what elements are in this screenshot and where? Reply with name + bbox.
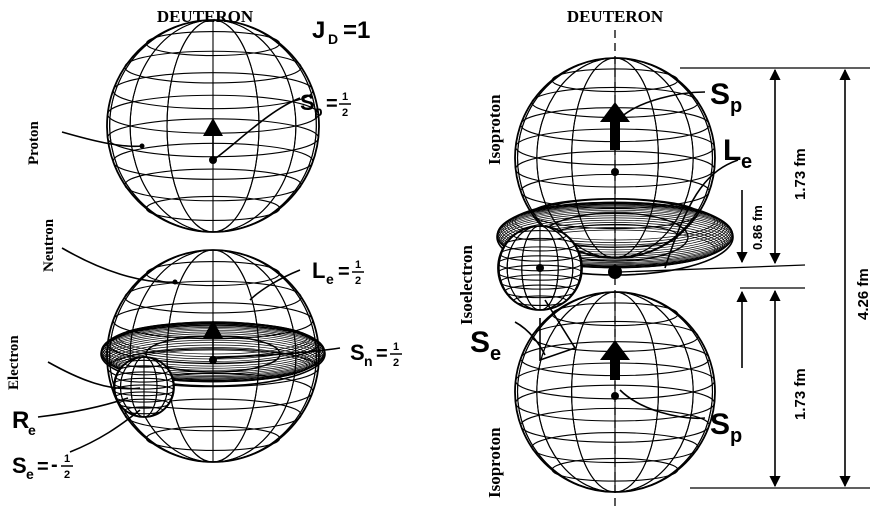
le-eq: = — [338, 261, 350, 283]
dim-total-label: 4.26 fm — [855, 268, 870, 320]
left-panel: DEUTERON J D =1 — [6, 7, 402, 482]
sn-label: S n = 1 2 — [350, 340, 402, 369]
se-label-left: S e = - 1 2 — [12, 453, 73, 482]
proton-label: Proton — [26, 120, 42, 165]
se-leader-right — [514, 321, 546, 356]
center-dot — [608, 265, 622, 279]
isoelectron-dot — [536, 264, 544, 272]
proton-sphere — [106, 19, 320, 233]
neutron-leader — [61, 247, 176, 283]
le-leader-right — [664, 159, 739, 269]
re-leader — [37, 397, 129, 418]
isoproton-bottom-spin — [600, 340, 630, 400]
jd-label: J D =1 — [312, 17, 370, 47]
sn-sub: n — [364, 353, 373, 369]
isoproton-bottom-label: Isoproton — [485, 427, 504, 498]
re-base: R — [12, 407, 29, 434]
le-num: 1 — [355, 259, 361, 271]
re-sub: e — [28, 422, 36, 438]
sp-bottom-leader — [619, 389, 706, 420]
le-label: L e = 1 2 — [312, 258, 364, 287]
se-num: 1 — [64, 453, 70, 465]
proton-leader — [61, 131, 143, 148]
sp-bottom-label: S p — [710, 408, 742, 447]
sp-eq: = — [326, 93, 338, 115]
sp-top-sub: p — [730, 95, 742, 117]
proton-leader-dot — [139, 143, 145, 149]
se-sign: - — [51, 454, 58, 476]
le-right-label: L e — [723, 134, 752, 173]
se-den: 2 — [64, 469, 70, 481]
neutron-leader-dot — [172, 279, 178, 285]
sp-top-base: S — [710, 78, 730, 111]
isoproton-top-spin — [600, 102, 630, 176]
se-sub: e — [26, 466, 34, 482]
sn-den: 2 — [393, 357, 399, 369]
se-leader — [69, 409, 141, 453]
sp-sub: p — [314, 103, 323, 119]
jd-rest: =1 — [343, 17, 370, 44]
se-right-base: S — [470, 326, 490, 359]
le-right-base: L — [723, 134, 741, 167]
se-spin-bracket — [539, 299, 577, 362]
electron-leader — [47, 361, 141, 390]
right-title: DEUTERON — [567, 7, 664, 26]
sp-bottom-sub: p — [730, 425, 742, 447]
sp-num: 1 — [342, 91, 348, 103]
sn-base: S — [350, 340, 365, 365]
dim-top-label: 1.73 fm — [792, 148, 809, 200]
jd-sub: D — [328, 31, 338, 47]
isoproton-top-label: Isoproton — [485, 94, 504, 165]
le-sub: e — [326, 271, 334, 287]
sn-eq: = — [376, 343, 388, 365]
proton-spin-arrow — [203, 118, 223, 164]
le-den: 2 — [355, 275, 361, 287]
se-right-sub: e — [490, 343, 501, 365]
le-right-sub: e — [741, 151, 752, 173]
jd-base: J — [312, 17, 325, 44]
sp-leader — [215, 97, 301, 159]
sp-label: S p = 1 2 — [300, 90, 351, 119]
right-panel: DEUTERON Isoproton — [457, 7, 870, 508]
sn-num: 1 — [393, 341, 399, 353]
dim-small-label: 0.86 fm — [750, 205, 765, 250]
electron-sphere — [113, 356, 175, 418]
se-right-label: S e — [470, 326, 501, 365]
sp-base: S — [300, 90, 315, 115]
se-base: S — [12, 453, 27, 478]
dimension-lines — [680, 67, 870, 489]
re-label: R e — [12, 407, 36, 438]
sp-top-label: S p — [710, 78, 742, 117]
neutron-spin-arrow — [203, 320, 223, 364]
le-leader — [249, 269, 301, 301]
electron-label: Electron — [6, 335, 22, 390]
center-line — [619, 264, 806, 273]
dim-bottom-label: 1.73 fm — [792, 368, 809, 420]
isoelectron-label: Isoelectron — [457, 245, 476, 325]
sp-top-leader — [619, 91, 706, 119]
sp-bottom-base: S — [710, 408, 730, 441]
neutron-label: Neutron — [41, 218, 57, 272]
le-base: L — [312, 258, 325, 283]
sn-leader — [214, 347, 341, 359]
sp-den: 2 — [342, 107, 348, 119]
se-eq: = — [37, 456, 49, 478]
